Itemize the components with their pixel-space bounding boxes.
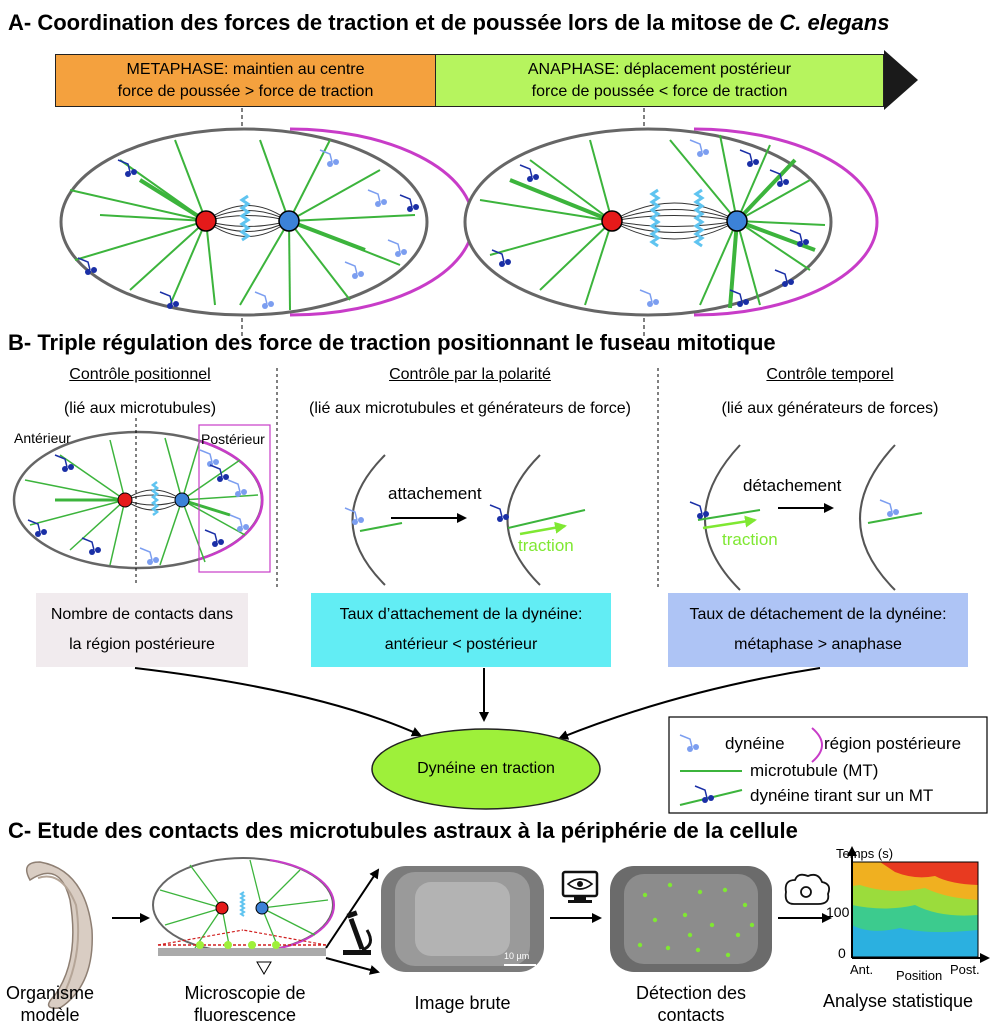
step-contact-detection: Détection des contacts [610,982,772,1026]
scale-bar-label: 10 µm [504,951,530,961]
step-fluo-line1: Microscopie de [184,983,306,1003]
cell-anaphase [463,127,879,317]
detachment-diagram [689,444,923,591]
box-positional-line2: la région postérieure [69,636,215,653]
section-b-title: B- Triple régulation des force de tracti… [8,330,776,355]
heatmap-ytick-100: 100 [826,904,850,920]
section-a-title-text: A- Coordination des forces de traction e… [8,10,780,35]
cell-metaphase [59,127,475,317]
microscopy-cell [152,857,380,975]
anaphase-forces: force de poussée < force de traction [531,83,788,100]
col2-heading: Contrôle par la polarité [389,366,551,383]
arrow-box1-to-center [134,667,422,737]
raw-image [381,866,544,972]
legend-pulling-dynein: dynéine tirant sur un MT [750,786,934,805]
step-fluorescence: Microscopie de fluorescence [160,982,330,1026]
arrow-box3-to-center [558,667,821,740]
center-ellipse [371,728,601,810]
label-anterior: Antérieur [14,430,71,446]
phase-arrow-head [884,50,918,110]
heatmap-xlabel: Position [896,968,943,983]
step-model-organism: Organisme modèle [0,982,100,1026]
heatmap-ylabel: Temps (s) [836,846,894,861]
box-temporal: Taux de détachement de la dynéine: métap… [668,593,968,667]
col1-heading: Contrôle positionnel [69,366,211,383]
cell-positional-control [12,418,271,585]
col3-sub: (lié aux générateurs de forces) [721,400,939,417]
box-polarity-line1: Taux d’attachement de la dynéine: [339,606,583,623]
step-raw-image: Image brute [414,993,511,1013]
label-detachment: détachement [743,476,842,495]
label-posterior: Postérieur [201,431,265,447]
label-attachment: attachement [388,484,482,503]
box-polarity-line2: antérieur < postérieur [384,636,538,653]
section-a-title: A- Coordination des forces de traction e… [8,10,889,36]
section-a-title-species: C. elegans [779,10,890,35]
legend-microtubule: microtubule (MT) [750,761,879,780]
brain-icon [784,873,831,905]
box-polarity: Taux d’attachement de la dynéine: antéri… [311,593,611,667]
attachment-diagram [344,454,586,586]
heatmap-x-post: Post. [950,962,980,977]
box-temporal-line2: métaphase > anaphase [734,636,902,653]
legend-posterior-region: région postérieure [824,734,962,753]
col2-sub: (lié aux microtubules et générateurs de … [309,400,631,417]
step-detect-line2: contacts [657,1005,725,1025]
label-traction-detach: traction [722,530,778,549]
label-traction-attach: traction [518,536,574,555]
heatmap [847,846,990,963]
step-model-line2: modèle [20,1005,80,1025]
col1-sub: (lié aux microtubules) [63,400,217,417]
computer-eye-icon [561,870,599,903]
detected-image [610,866,772,972]
box-positional-line1: Nombre de contacts dans [50,606,234,623]
legend-dynein: dynéine [725,734,785,753]
anaphase-title: ANAPHASE: déplacement postérieur [527,61,792,78]
heatmap-ytick-0: 0 [838,945,846,961]
metaphase-forces: force de poussée > force de traction [117,83,374,100]
legend [668,716,988,814]
section-c-title: C- Etude des contacts des microtubules a… [8,818,798,843]
box-temporal-line1: Taux de détachement de la dynéine: [689,606,947,623]
metaphase-title: METAPHASE: maintien au centre [126,61,365,78]
step-detect-line1: Détection des [635,983,747,1003]
phase-bar-metaphase: METAPHASE: maintien au centre force de p… [55,54,436,107]
worm-illustration [25,861,93,1009]
center-label: Dynéine en traction [417,760,555,777]
step-statistical-analysis: Analyse statistique [822,991,974,1011]
phase-bar-anaphase: ANAPHASE: déplacement postérieur force d… [436,54,884,107]
col3-heading: Contrôle temporel [766,366,894,383]
step-model-line1: Organisme [5,983,95,1003]
box-positional: Nombre de contacts dans la région postér… [36,593,248,667]
heatmap-x-ant: Ant. [850,962,874,977]
step-fluo-line2: fluorescence [193,1005,297,1025]
microscope-icon [343,910,373,955]
